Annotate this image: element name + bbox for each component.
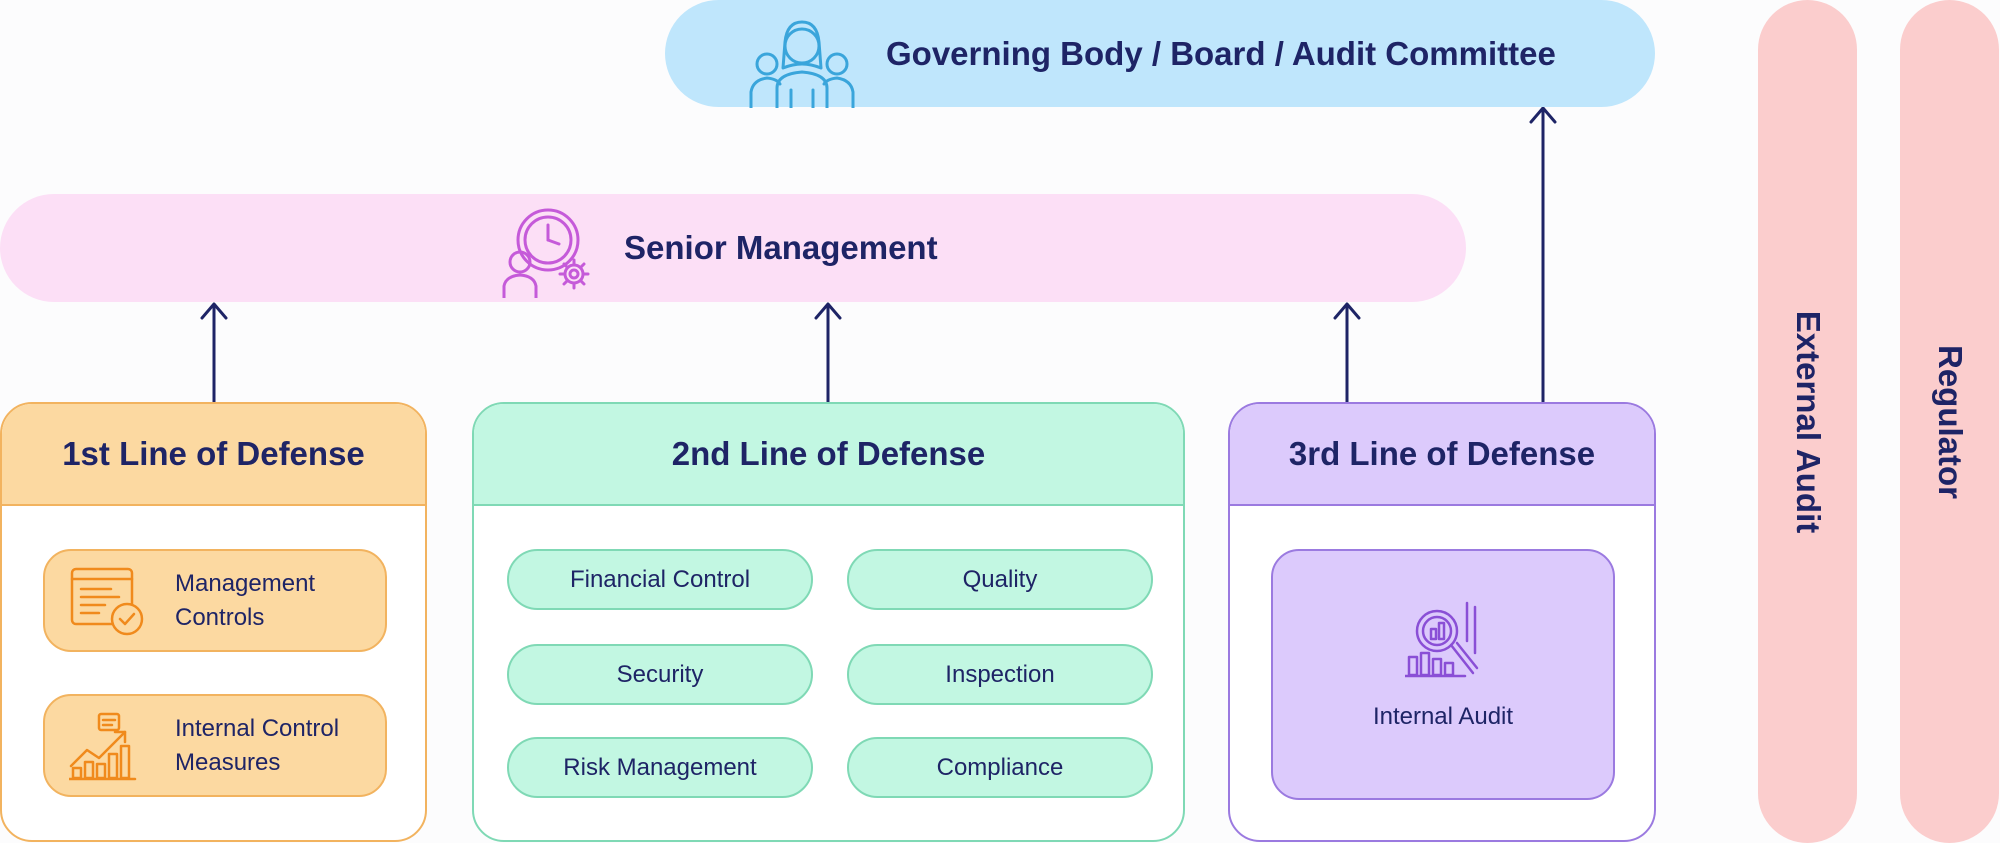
compliance-pill: Compliance: [847, 737, 1153, 798]
internal-control-measures-card: Internal Control Measures: [43, 694, 387, 797]
financial-control-pill: Financial Control: [507, 549, 813, 610]
security-pill: Security: [507, 644, 813, 705]
first-line-title: 1st Line of Defense: [2, 404, 425, 506]
senior-management-bar: Senior Management: [0, 194, 1466, 302]
third-line-panel: 3rd Line of Defense Internal Audit: [1228, 402, 1656, 842]
inspection-pill: Inspection: [847, 644, 1153, 705]
external-audit-bar: External Audit: [1758, 0, 1857, 843]
manager-clock-gear-icon: [502, 208, 590, 298]
management-controls-label: Management Controls: [175, 569, 316, 631]
growth-chart-icon: [69, 712, 137, 781]
governing-body-title: Governing Body / Board / Audit Committee: [886, 34, 1556, 72]
board-people-icon: [749, 20, 855, 108]
second-line-title: 2nd Line of Defense: [474, 404, 1183, 506]
document-check-icon: [70, 567, 144, 636]
senior-management-title: Senior Management: [624, 229, 938, 266]
magnifier-chart-icon: [1405, 601, 1479, 678]
internal-audit-card: Internal Audit: [1271, 549, 1615, 800]
management-controls-card: Management Controls: [43, 549, 387, 652]
second-line-panel: 2nd Line of Defense Financial Control Qu…: [472, 402, 1185, 842]
internal-control-measures-label: Internal Control Measures: [175, 714, 340, 776]
risk-management-pill: Risk Management: [507, 737, 813, 798]
first-line-panel: 1st Line of Defense Management Controls: [0, 402, 427, 842]
regulator-label: Regulator: [1931, 344, 1969, 499]
third-line-title: 3rd Line of Defense: [1230, 404, 1654, 506]
quality-pill: Quality: [847, 549, 1153, 610]
governing-body-bar: Governing Body / Board / Audit Committee: [665, 0, 1655, 108]
internal-audit-label: Internal Audit: [1372, 703, 1514, 730]
external-audit-label: External Audit: [1789, 310, 1827, 533]
regulator-bar: Regulator: [1900, 0, 1999, 843]
